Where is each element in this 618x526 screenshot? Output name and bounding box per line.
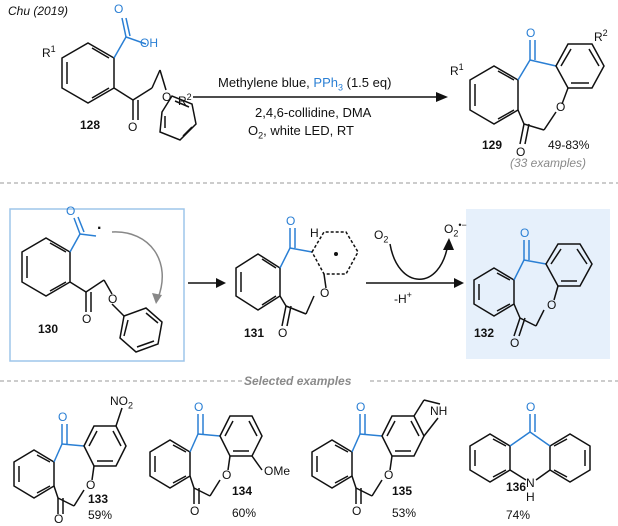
r2-label-substrate: R2 <box>178 92 192 109</box>
ex133-substituent: NO2 <box>110 394 134 411</box>
intermediate-ether-o: O <box>320 286 330 300</box>
proton-loss: -H+ <box>394 290 412 307</box>
radical-ketone-o: O <box>82 312 92 326</box>
radical-ether-o: O <box>108 292 118 306</box>
ex134-yield: 60% <box>232 506 257 520</box>
carbonyl-o-substrate: O <box>114 2 124 16</box>
reaction-arrow-head <box>436 92 448 102</box>
conditions-line-1: 2,4,6-collidine, DMA <box>255 105 372 120</box>
intermediate-131-structure <box>235 228 359 327</box>
conditions-line-2: O2, white LED, RT <box>248 123 354 141</box>
intermediate-ketone-o: O <box>278 326 288 340</box>
ketone-o-substrate: O <box>128 120 138 134</box>
product132-carbonyl-o: O <box>520 226 530 240</box>
ex136-carbonyl-o: O <box>526 400 536 414</box>
intermediate-carbonyl-o: O <box>286 214 296 228</box>
ex135-ketone-o: O <box>352 504 362 518</box>
carbonyl-o-product: O <box>526 26 536 40</box>
r2-label-product: R2 <box>594 28 608 45</box>
ex136-h-label: H <box>526 490 535 504</box>
compound-132-label: 132 <box>474 326 495 340</box>
compound-128-structure <box>61 17 197 141</box>
ex135-carbonyl-o: O <box>356 400 366 414</box>
product132-ketone-o: O <box>510 336 520 350</box>
ex133-carbonyl-o: O <box>58 410 68 424</box>
ex136-n-label: N <box>526 476 535 490</box>
radical-130-box <box>9 208 185 362</box>
arrow-130-131-head <box>216 278 226 288</box>
radical-dot <box>334 252 338 256</box>
ketone-o-product: O <box>516 145 526 159</box>
ex133-yield: 59% <box>88 508 113 522</box>
ex134-ether-o: O <box>222 468 232 482</box>
compound-129-structure <box>469 40 605 145</box>
example-133-structure <box>13 407 127 514</box>
cyclization-arrow-head <box>152 293 162 304</box>
hydroxyl-label: OH <box>140 36 158 50</box>
citation-text: Chu (2019) <box>8 4 69 18</box>
yield-range: 49-83% <box>548 138 590 152</box>
ex134-substituent: OMe <box>264 464 291 478</box>
superoxide-product: O2•− <box>444 220 467 239</box>
compound-128-label: 128 <box>80 118 101 132</box>
cyclization-curved-arrow <box>111 231 163 299</box>
ex136-yield: 74% <box>506 508 531 522</box>
ex135-substituent: NH <box>430 404 448 418</box>
compound-131-label: 131 <box>244 326 265 340</box>
example-136-structure <box>469 414 591 483</box>
reagent-line: Methylene blue, PPh3 (1.5 eq) <box>218 75 392 93</box>
ether-o-product: O <box>556 100 566 114</box>
ex136-label: 136 <box>506 480 527 494</box>
ex135-yield: 53% <box>392 506 417 520</box>
selected-examples-title: Selected examples <box>244 374 352 388</box>
product132-ether-o: O <box>547 298 557 312</box>
o2-reactant: O2 <box>374 228 389 245</box>
acyl-radical-dot: · <box>97 220 103 237</box>
r1-label-product: R1 <box>450 62 464 79</box>
r1-label-substrate: R1 <box>42 44 56 61</box>
ex134-ketone-o: O <box>190 504 200 518</box>
compound-129-label: 129 <box>482 138 503 152</box>
acyl-o-label: O <box>66 204 76 218</box>
ex135-label: 135 <box>392 484 413 498</box>
ex133-label: 133 <box>88 492 109 506</box>
example-134-structure <box>149 414 263 504</box>
radical-130-structure <box>21 216 163 353</box>
example-135-structure <box>311 399 441 504</box>
oxidation-curved-arrow <box>389 243 449 280</box>
ex134-carbonyl-o: O <box>194 400 204 414</box>
examples-count: (33 examples) <box>510 156 587 170</box>
intermediate-h: H <box>310 226 319 240</box>
product-132-structure <box>473 240 593 337</box>
product-132-box <box>466 209 610 359</box>
compound-130-label: 130 <box>38 322 59 336</box>
ex134-label: 134 <box>232 484 253 498</box>
ex135-ether-o: O <box>384 468 394 482</box>
arrow-131-132-head <box>454 278 464 288</box>
oxidation-arrow-head <box>443 238 454 250</box>
ex133-ether-o: O <box>86 478 96 492</box>
ex133-ketone-o: O <box>54 512 64 526</box>
ether-o-substrate: O <box>162 90 172 104</box>
